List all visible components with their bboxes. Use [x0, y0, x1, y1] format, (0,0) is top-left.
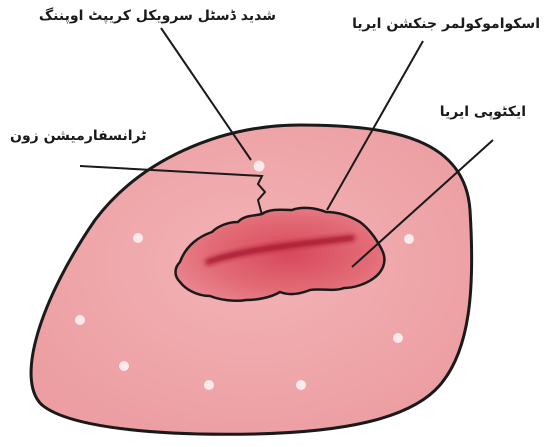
- label-transformation-zone: ٹرانسفارمیشن زون: [10, 128, 146, 144]
- label-ectopy-area: ایکٹوپی ایریا: [440, 104, 526, 120]
- label-squamocolumnar-junction: اسکواموکولمر جنکشن ایریا: [352, 16, 540, 32]
- label-punctate-crypt-openings: شدید ڈسٹل سرویکل کریپٹ اوپننگ: [39, 8, 276, 24]
